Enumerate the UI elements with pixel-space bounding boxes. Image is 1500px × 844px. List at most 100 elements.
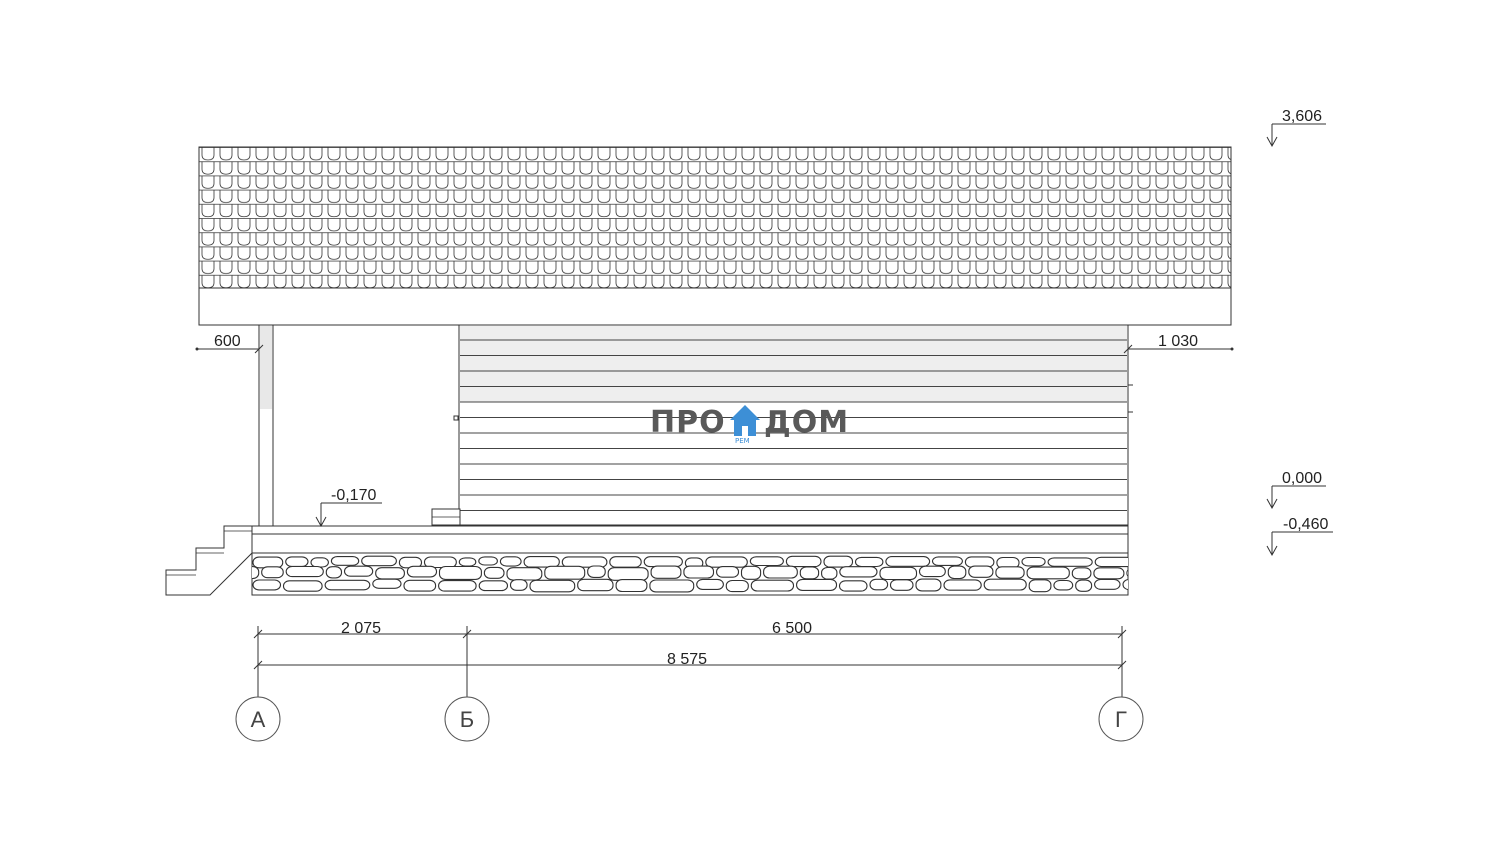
foundation-stone xyxy=(587,565,606,578)
dimension-row-total: 8 575 xyxy=(253,651,1127,673)
entrance-stairs xyxy=(165,525,253,596)
foundation-stone xyxy=(609,556,642,568)
logo-left-text: ПРО xyxy=(650,405,726,440)
wall-step xyxy=(431,508,461,526)
axis-label-a: А xyxy=(251,707,266,732)
foundation-stone xyxy=(796,578,838,591)
foundation-stone xyxy=(478,580,509,592)
foundation-stone xyxy=(716,566,740,578)
foundation-stone xyxy=(838,580,868,592)
foundation-stone xyxy=(285,565,324,578)
wall-edge-mark xyxy=(453,415,459,421)
foundation-stone xyxy=(1093,567,1125,580)
foundation-stone xyxy=(983,578,1027,591)
foundation-stone xyxy=(750,579,795,592)
roof-shingles xyxy=(198,146,1232,289)
foundation-stone xyxy=(943,579,982,591)
foundation-stone xyxy=(372,578,402,589)
foundation-stone xyxy=(330,556,360,566)
foundation-stone xyxy=(821,566,838,580)
grid-axes: А Б Г xyxy=(235,626,1144,742)
foundation-stone xyxy=(879,566,918,581)
axis-label-g: Г xyxy=(1115,707,1127,732)
foundation-stone xyxy=(423,556,457,569)
foundation-stone xyxy=(561,556,608,568)
foundation-stone xyxy=(749,556,784,567)
foundation-stone xyxy=(839,566,878,578)
foundation-stone xyxy=(343,565,374,577)
foundation-stone xyxy=(740,565,762,580)
level-ridge-label: 3,606 xyxy=(1282,108,1322,125)
porch-post xyxy=(258,324,274,527)
foundation-stone xyxy=(1126,569,1128,577)
foundation-stone xyxy=(947,565,967,580)
foundation-stone xyxy=(799,566,820,580)
foundation-stone xyxy=(918,565,946,578)
foundation-stone xyxy=(643,556,683,568)
foundation-stone xyxy=(1071,567,1092,580)
axis-marker-b: Б xyxy=(444,696,490,742)
foundation-stone xyxy=(968,565,994,578)
roof-fascia xyxy=(198,287,1232,326)
foundation-stone xyxy=(696,578,724,590)
stone-foundation xyxy=(251,552,1129,596)
foundation-stone xyxy=(361,555,397,567)
foundation-stone xyxy=(282,580,323,592)
foundation-stone xyxy=(252,566,260,580)
siding-boards xyxy=(460,339,1127,511)
foundation-stone xyxy=(1028,579,1052,593)
foundation-stone xyxy=(509,579,528,591)
company-logo: ПРО РЕМ ДОМ xyxy=(650,405,849,445)
axis-marker-g: Г xyxy=(1098,696,1144,742)
level-mark-floor: 0,000 xyxy=(1266,470,1326,510)
axis-marker-a: А xyxy=(235,696,281,742)
foundation-stone xyxy=(458,557,477,567)
foundation-stone xyxy=(725,579,749,593)
foundation-stone xyxy=(1094,578,1121,590)
foundation-stone xyxy=(544,565,586,580)
foundation-stone xyxy=(499,556,522,567)
left-overhang-label: 600 xyxy=(214,333,241,350)
foundation-stone xyxy=(1053,579,1074,591)
foundation-stone xyxy=(310,557,329,568)
logo-right-text: ДОМ xyxy=(764,405,849,440)
dim-span-ab-label: 2 075 xyxy=(341,620,381,637)
foundation-stone xyxy=(483,566,505,579)
foundation-stone xyxy=(375,567,405,580)
foundation-stone xyxy=(403,579,437,592)
foundation-stone xyxy=(506,567,543,581)
foundation-stone xyxy=(478,556,498,566)
dim-total-label: 8 575 xyxy=(667,651,707,668)
foundation-stone xyxy=(438,565,482,580)
foundation-stone xyxy=(649,579,695,593)
foundation-stone xyxy=(885,556,931,567)
foundation-stone xyxy=(931,556,963,566)
foundation-stone xyxy=(650,565,682,579)
foundation-stone xyxy=(615,579,648,593)
foundation-stone xyxy=(995,566,1025,579)
foundation-stone xyxy=(607,567,649,581)
foundation-stone xyxy=(823,555,854,568)
level-porch-label: -0,170 xyxy=(331,487,376,504)
foundation-stone xyxy=(1047,557,1093,567)
left-overhang-dimension: 600 xyxy=(195,333,264,354)
foundation-stone xyxy=(529,579,576,593)
dim-span-bg-label: 6 500 xyxy=(772,620,812,637)
right-overhang-label: 1 030 xyxy=(1158,333,1198,350)
dimension-row-spans: 2 075 6 500 xyxy=(253,620,1127,642)
foundation-stone xyxy=(1021,556,1046,567)
foundation-stone xyxy=(1026,566,1070,580)
house-icon xyxy=(730,405,760,436)
logo-sub-text: РЕМ xyxy=(735,437,750,445)
foundation-stone xyxy=(683,565,715,579)
foundation-stone xyxy=(577,578,614,592)
right-overhang-dimension: 1 030 xyxy=(1123,333,1234,354)
foundation-stone xyxy=(915,578,942,592)
foundation-stone xyxy=(1094,556,1128,568)
level-mark-porch: -0,170 xyxy=(315,487,382,528)
foundation-stone xyxy=(438,580,477,592)
foundation-stone xyxy=(406,565,438,578)
foundation-stone xyxy=(889,579,914,591)
foundation-stone xyxy=(325,566,343,579)
